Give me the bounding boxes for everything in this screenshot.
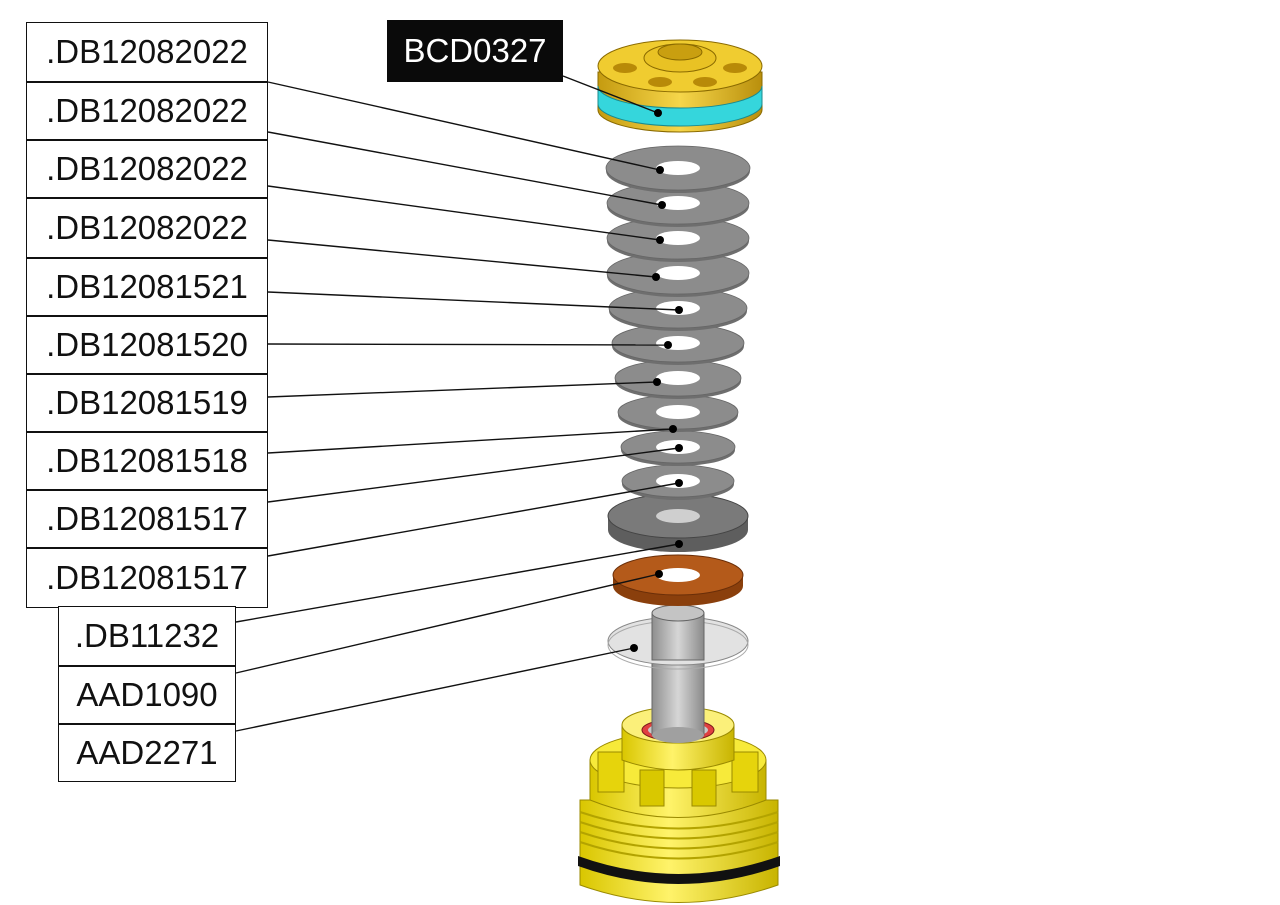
label-5: .DB12081520 (26, 316, 268, 374)
leader-dot-9 (675, 444, 683, 452)
label-6: .DB12081519 (26, 374, 268, 432)
piston-rod (651, 659, 705, 743)
leader-line-3 (267, 185, 661, 241)
label-11: AAD1090 (58, 666, 236, 724)
rod-top (651, 604, 705, 661)
label-4: .DB12081521 (26, 258, 268, 316)
leader-line-8 (267, 428, 674, 454)
leader-dot-13 (630, 644, 638, 652)
leader-lines (235, 75, 683, 732)
leader-line-6 (267, 343, 669, 346)
shim-5 (611, 323, 745, 365)
shim-7 (617, 394, 739, 432)
washer-db11232 (607, 493, 749, 552)
label-3: .DB12082022 (26, 198, 268, 258)
label-0: .DB12082022 (26, 22, 268, 82)
shim-0 (605, 145, 751, 193)
leader-line-9 (267, 447, 680, 503)
label-10: .DB11232 (58, 606, 236, 666)
leader-dot-5 (675, 306, 683, 314)
leader-dot-1 (656, 166, 664, 174)
leader-line-13 (235, 647, 635, 732)
label-7: .DB12081518 (26, 432, 268, 490)
washer-aad1090 (612, 554, 744, 606)
leader-dot-0 (654, 109, 662, 117)
leader-dot-2 (658, 201, 666, 209)
label-12: AAD2271 (58, 724, 236, 782)
leader-line-10 (267, 482, 680, 557)
leader-line-12 (235, 573, 660, 674)
label-1: .DB12082022 (26, 82, 268, 140)
leader-line-11 (235, 543, 680, 623)
leader-line-7 (267, 381, 658, 398)
leader-line-1 (267, 81, 661, 171)
piston-bcd0327 (597, 39, 763, 133)
leader-line-0 (562, 75, 659, 114)
leader-dot-12 (655, 570, 663, 578)
leader-dot-10 (675, 479, 683, 487)
leader-dot-7 (653, 378, 661, 386)
leader-dot-6 (664, 341, 672, 349)
leader-dot-3 (656, 236, 664, 244)
leader-line-2 (267, 131, 663, 206)
shim-6 (614, 359, 742, 399)
leader-dot-8 (669, 425, 677, 433)
label-9: .DB12081517 (26, 548, 268, 608)
label-bcd0327: BCD0327 (387, 20, 563, 82)
leader-dot-11 (675, 540, 683, 548)
leader-line-5 (267, 291, 680, 311)
thread-lines (579, 811, 779, 860)
shim-1 (606, 181, 750, 227)
label-2: .DB12082022 (26, 140, 268, 198)
oring (578, 856, 780, 884)
shim-3 (606, 251, 750, 297)
leader-dot-4 (652, 273, 660, 281)
label-8: .DB12081517 (26, 490, 268, 548)
leader-line-4 (267, 239, 657, 278)
